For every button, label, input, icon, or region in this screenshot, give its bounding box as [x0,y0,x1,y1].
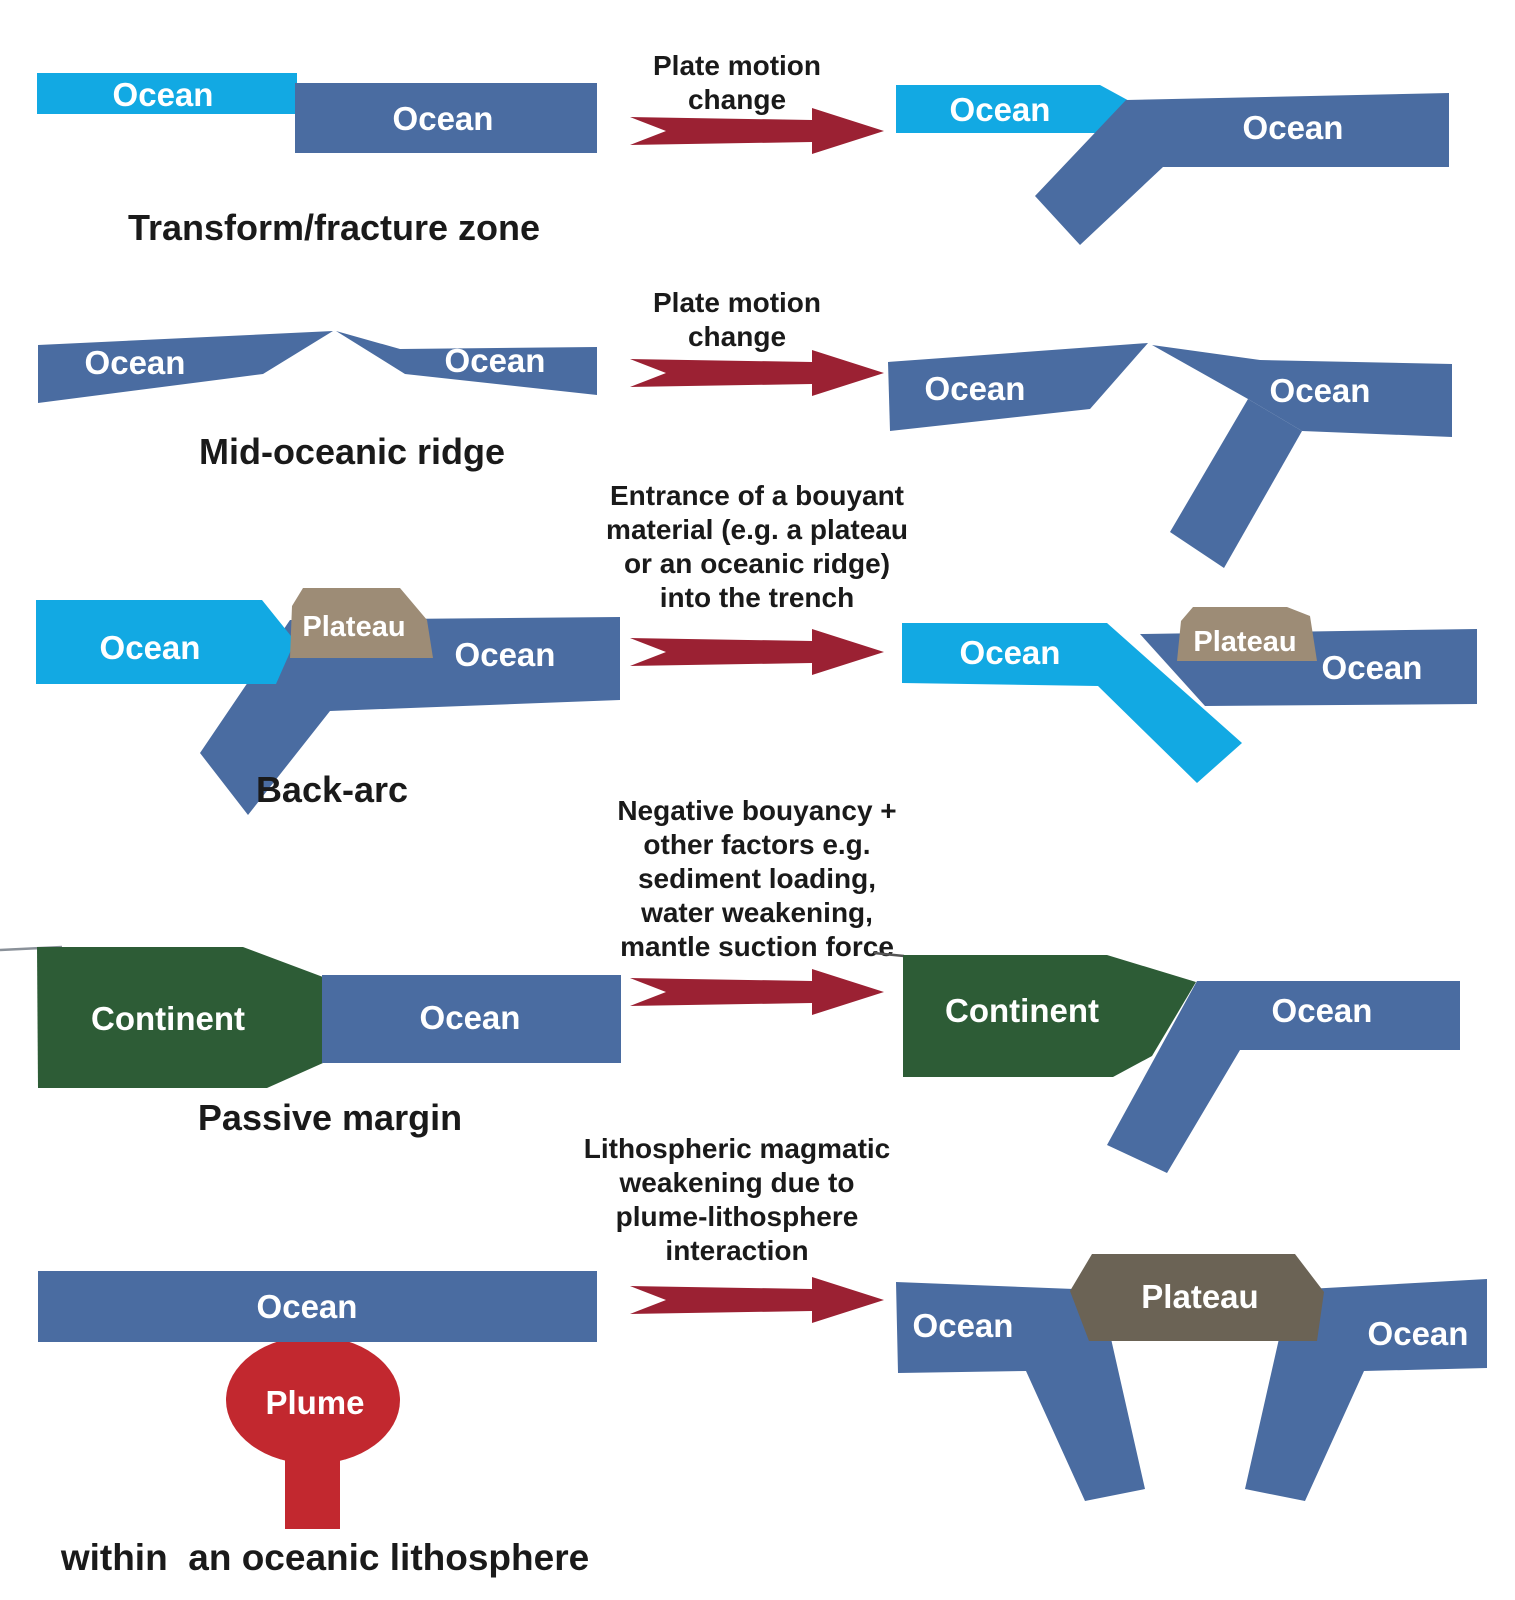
young-ocean-plate-subducting [902,623,1242,783]
ocean-label: Ocean [1270,372,1371,409]
annotation-line: mantle suction force [620,931,894,962]
annotation-line: material (e.g. a plateau [606,514,908,545]
ocean-label: Ocean [950,91,1051,128]
annotation-line: Entrance of a bouyant [610,480,904,511]
row-caption: Transform/fracture zone [128,207,540,248]
young-ocean-plate [36,600,295,684]
transition-arrow-icon [630,1277,884,1323]
ocean-label: Ocean [925,370,1026,407]
ocean-label: Ocean [1322,649,1423,686]
annotation-line: water weakening, [640,897,873,928]
old-ocean-plate [295,83,597,153]
plume-label: Plume [265,1384,364,1421]
plume-head [226,1336,400,1464]
annotation-line: other factors e.g. [643,829,870,860]
ocean-plate-left-after [888,343,1148,431]
ocean-label: Ocean [960,634,1061,671]
plateau-block [290,588,433,658]
row-caption: Mid-oceanic ridge [199,431,505,472]
annotation-line: weakening due to [619,1167,855,1198]
annotation-line: change [688,321,786,352]
annotation-line: Negative bouyancy + [617,795,896,826]
annotation-line: Plate motion [653,287,821,318]
ocean-label: Ocean [257,1288,358,1325]
ocean-label: Ocean [85,344,186,381]
row-passive-margin: Continent Ocean Passive margin Negative … [0,795,1460,1173]
ocean-label: Ocean [100,629,201,666]
ocean-plate-with-slab [200,617,620,815]
annotation-line: plume-lithosphere [616,1201,859,1232]
subducting-ocean-plate-after [1035,93,1449,245]
ocean-plate-right [336,331,597,395]
young-ocean-plate [37,73,297,114]
continent-label: Continent [91,1000,245,1037]
subducting-slab [1170,399,1302,568]
ocean-label: Ocean [1243,109,1344,146]
plume-stem [285,1430,340,1529]
row-caption: Passive margin [198,1097,462,1138]
annotation-line: interaction [665,1235,808,1266]
ocean-label: Ocean [913,1307,1014,1344]
transition-arrow-icon [630,629,884,675]
annotation-line: into the trench [660,582,854,613]
plateau-label: Plateau [1141,1278,1258,1315]
row-mid-oceanic-ridge: Ocean Ocean Mid-oceanic ridge Plate moti… [38,287,1452,568]
ocean-label: Ocean [393,100,494,137]
ocean-label: Ocean [445,342,546,379]
row-caption: Back-arc [256,769,408,810]
plateau-block-dark [1070,1254,1324,1341]
row-transform-fracture-zone: Ocean Ocean Transform/fracture zone Plat… [37,50,1449,248]
continent-block-after [903,955,1196,1077]
transition-arrow-icon [630,969,884,1015]
annotation-line: Lithospheric magmatic [584,1133,891,1164]
ocean-plate [38,1271,597,1342]
stray-line [873,951,905,958]
ocean-plate-left-after [896,1282,1145,1501]
ocean-label: Ocean [1272,992,1373,1029]
row-plume-oceanic-lithosphere: Ocean Plume within an oceanic lithospher… [38,1133,1487,1578]
annotation-line: change [688,84,786,115]
continent-label: Continent [945,992,1099,1029]
ocean-plate-right-after [1152,345,1452,437]
ocean-plate-left [38,331,333,403]
plateau-label: Plateau [1193,626,1296,658]
transition-arrow-icon [630,108,884,154]
ocean-label: Ocean [420,999,521,1036]
annotation-line: sediment loading, [638,863,876,894]
ocean-plate [322,975,621,1063]
annotation-line: or an oceanic ridge) [624,548,890,579]
continent-block [37,947,323,1088]
row-back-arc: Ocean Plateau Ocean Back-arc Entrance of… [36,480,1477,815]
young-ocean-plate-after [896,85,1133,133]
ocean-label: Ocean [113,76,214,113]
ocean-label: Ocean [455,636,556,673]
plateau-block [1177,607,1317,661]
row-caption: within an oceanic lithosphere [60,1537,589,1578]
plateau-label: Plateau [302,611,405,643]
ocean-plate-subducting-after [1107,981,1460,1173]
ocean-label: Ocean [1368,1315,1469,1352]
transition-arrow-icon [630,350,884,396]
annotation-line: Plate motion [653,50,821,81]
